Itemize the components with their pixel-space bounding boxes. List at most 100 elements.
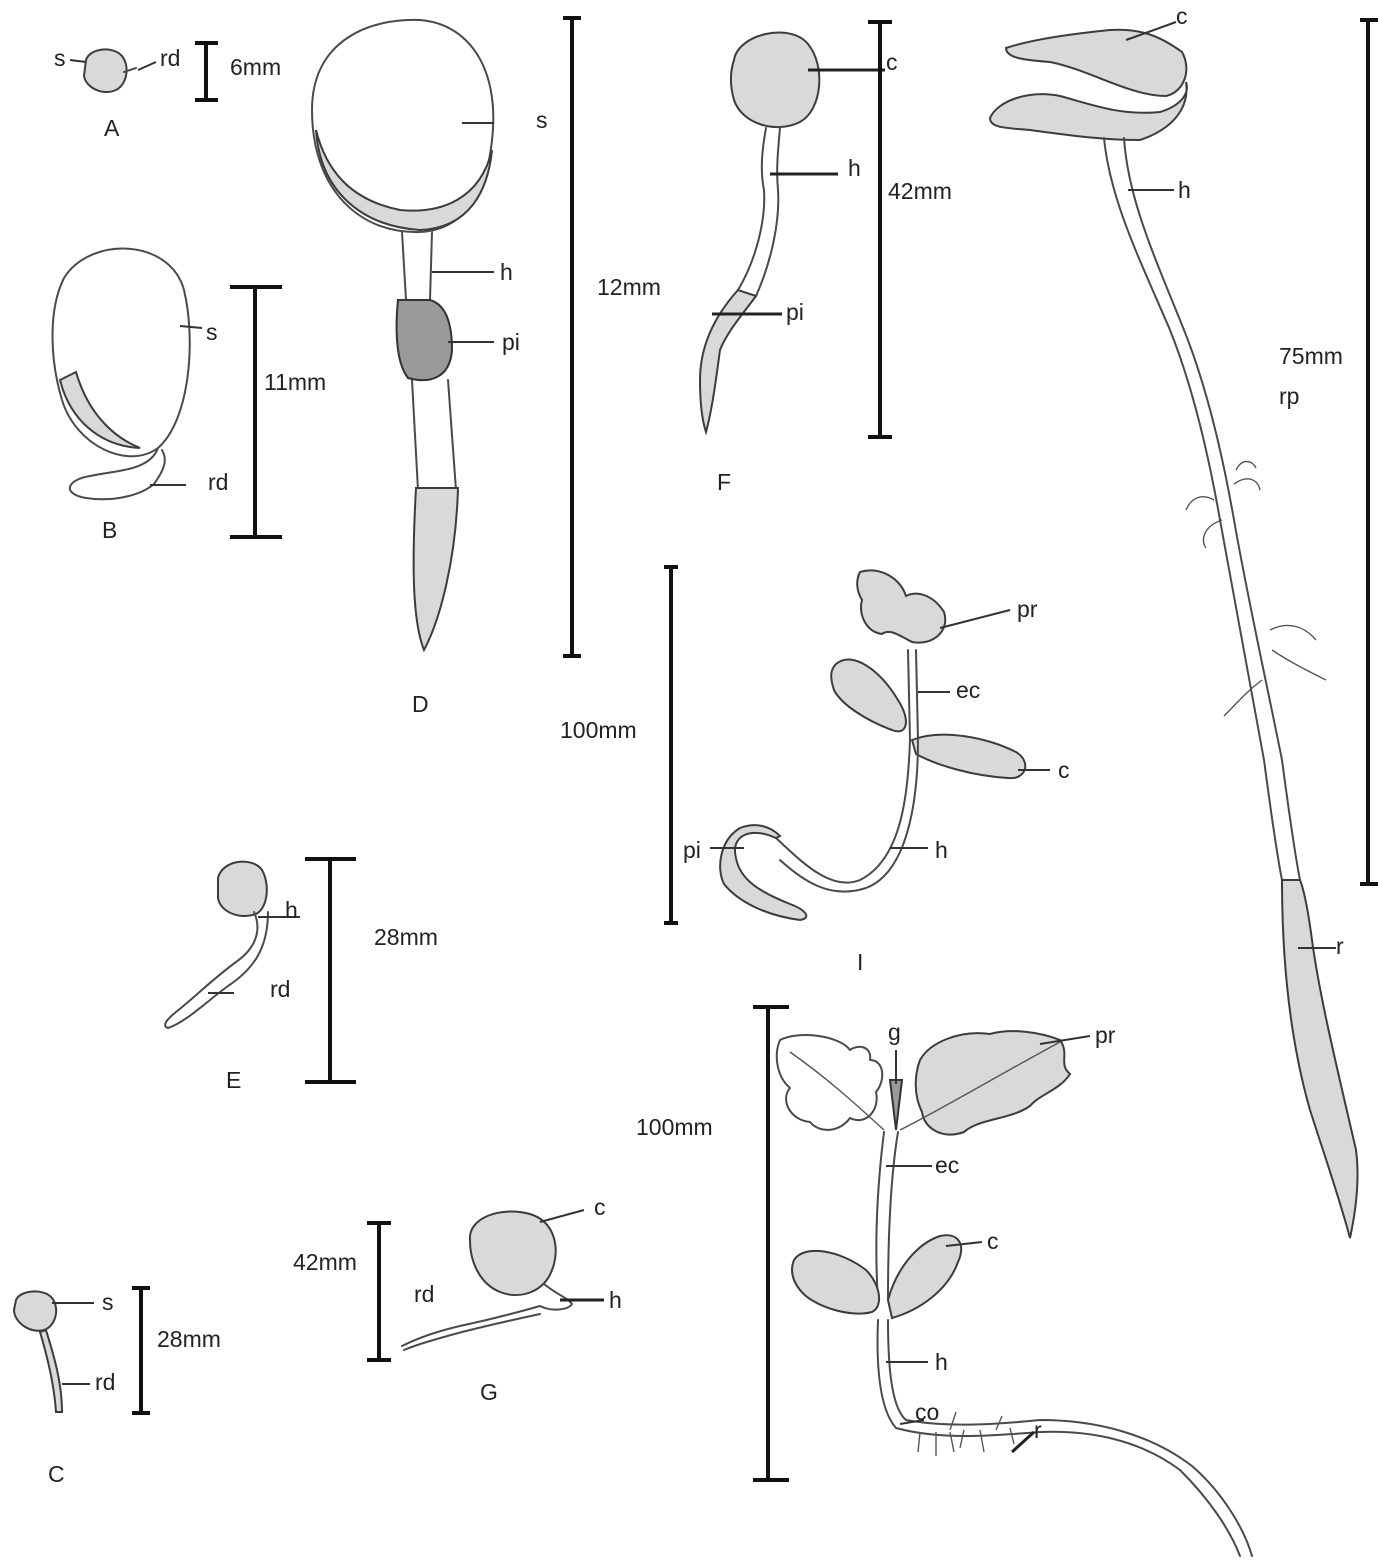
panel-j-c-label: c	[987, 1228, 999, 1254]
panel-a-scale-bar	[195, 43, 218, 100]
panel-i-pr-label: pr	[1017, 596, 1038, 622]
panel-d-scale-label: 12mm	[597, 274, 661, 300]
panel-j-right-cotyledon	[888, 1235, 961, 1318]
panel-i-ec-label: ec	[956, 677, 980, 703]
panel-e-letter: E	[226, 1067, 241, 1093]
panel-e-seed-coat	[218, 862, 267, 916]
panel-g-h-label: h	[609, 1287, 622, 1313]
panel-k-h-label: h	[1178, 177, 1191, 203]
panel-j-ec-label: ec	[935, 1152, 959, 1178]
panel-b-seed-shading	[60, 372, 140, 448]
panel-i-hypocotyl	[776, 740, 918, 892]
panel-j-h-label: h	[935, 1349, 948, 1375]
panel-d-s-label: s	[536, 107, 548, 133]
panel-e-scale-label: 28mm	[374, 924, 438, 950]
panel-e-h-label: h	[285, 897, 298, 923]
panel-j-growing-point	[890, 1080, 902, 1130]
panel-d-scale-bar	[563, 18, 581, 656]
panel-d-seed-shading	[316, 130, 492, 230]
panel-g-rd-label: rd	[414, 1281, 434, 1307]
panel-f-root	[700, 290, 756, 432]
panel-a: s rd 6mm A	[54, 43, 281, 141]
panel-a-rd-label: rd	[160, 45, 180, 71]
panel-b-rd-label: rd	[208, 469, 228, 495]
panel-i-letter: I	[857, 949, 863, 975]
panel-b-seed	[53, 249, 190, 457]
panel-g-cotyledons	[470, 1212, 556, 1296]
panel-f: c h pi 42mm F	[700, 22, 952, 495]
panel-a-letter: A	[104, 115, 120, 141]
panel-k-rp-label: rp	[1279, 383, 1299, 409]
panel-g: c h rd 42mm G	[293, 1194, 622, 1405]
panel-f-h-label: h	[848, 155, 861, 181]
panel-d-pi-label: pi	[502, 329, 520, 355]
panel-a-s-leader	[70, 60, 86, 62]
panel-k-scale-bar	[1360, 20, 1378, 884]
panel-k-r-label: r	[1336, 933, 1344, 959]
panel-j-r-leader	[1012, 1432, 1034, 1452]
panel-c-seed	[14, 1291, 56, 1330]
panel-g-scale-bar	[367, 1223, 391, 1360]
panel-f-letter: F	[717, 469, 731, 495]
panel-g-letter: G	[480, 1379, 498, 1405]
panel-d-hypocotyl	[402, 232, 432, 300]
panel-b-letter: B	[102, 517, 117, 543]
panel-c-s-label: s	[102, 1289, 114, 1315]
panel-i: pr ec c h pi 100mm I	[560, 567, 1070, 975]
panel-b-s-leader	[180, 326, 202, 328]
panel-k-root	[1282, 880, 1358, 1238]
panel-k-scale-label: 75mm	[1279, 343, 1343, 369]
panel-k-hypocotyl	[1104, 138, 1300, 880]
panel-c-scale-label: 28mm	[157, 1326, 221, 1352]
panel-i-h-label: h	[935, 837, 948, 863]
panel-i-epicotyl	[908, 650, 918, 740]
panel-k-upper-cotyledon	[1006, 30, 1186, 96]
panel-d: s h pi 12mm D	[312, 18, 661, 717]
panel-j-hypocotyl	[878, 1320, 906, 1428]
panel-d-h-label: h	[500, 259, 513, 285]
panel-b-scale-bar	[230, 287, 282, 537]
panel-i-scale-bar	[664, 567, 678, 923]
panel-j-left-cotyledon	[792, 1251, 879, 1314]
panel-a-s-label: s	[54, 45, 66, 71]
panel-e: h rd 28mm E	[165, 859, 438, 1093]
panel-e-hypocotyl	[165, 912, 268, 1028]
panel-d-letter: D	[412, 691, 429, 717]
panel-j-epicotyl	[876, 1132, 898, 1300]
panel-k-c-label: c	[1176, 3, 1188, 29]
panel-f-cotyledons	[731, 33, 819, 128]
panel-j-scale-bar	[753, 1007, 789, 1480]
panel-i-pr-leader	[940, 610, 1010, 628]
panel-j: g pr ec c h co r 100mm	[636, 1007, 1252, 1556]
panel-d-root-tip	[414, 488, 458, 650]
panel-k-lateral-roots	[1186, 462, 1326, 717]
panel-g-hook	[540, 1284, 572, 1310]
panel-a-scale-label: 6mm	[230, 54, 281, 80]
panel-b-scale-label: 11mm	[264, 369, 326, 395]
panel-j-pr-label: pr	[1095, 1022, 1116, 1048]
panel-f-c-label: c	[886, 49, 898, 75]
panel-a-rd-leader	[138, 62, 156, 70]
panel-i-scale-label: 100mm	[560, 717, 637, 743]
panel-e-rd-label: rd	[270, 976, 290, 1002]
panel-i-lower-cotyledon	[912, 735, 1025, 779]
panel-e-scale-bar	[305, 859, 356, 1082]
panel-j-right-leaf	[916, 1031, 1070, 1134]
panel-c: s rd 28mm C	[14, 1288, 221, 1487]
panel-i-pi-label: pi	[683, 837, 701, 863]
panel-f-hypocotyl	[738, 128, 780, 296]
panel-a-seed	[84, 49, 127, 92]
panel-j-g-label: g	[888, 1019, 901, 1045]
panel-j-co-label: co	[915, 1399, 939, 1425]
panel-c-radicle	[40, 1330, 62, 1412]
panel-i-root	[720, 825, 806, 920]
panel-g-c-leader	[540, 1210, 584, 1222]
panel-c-scale-bar	[132, 1288, 150, 1413]
panel-i-upper-cotyledon	[831, 659, 906, 731]
panel-f-pi-label: pi	[786, 299, 804, 325]
panel-d-root	[412, 380, 456, 490]
panel-f-scale-bar	[868, 22, 892, 437]
panel-c-rd-label: rd	[95, 1369, 115, 1395]
panel-j-left-leaf-vein	[790, 1052, 884, 1130]
